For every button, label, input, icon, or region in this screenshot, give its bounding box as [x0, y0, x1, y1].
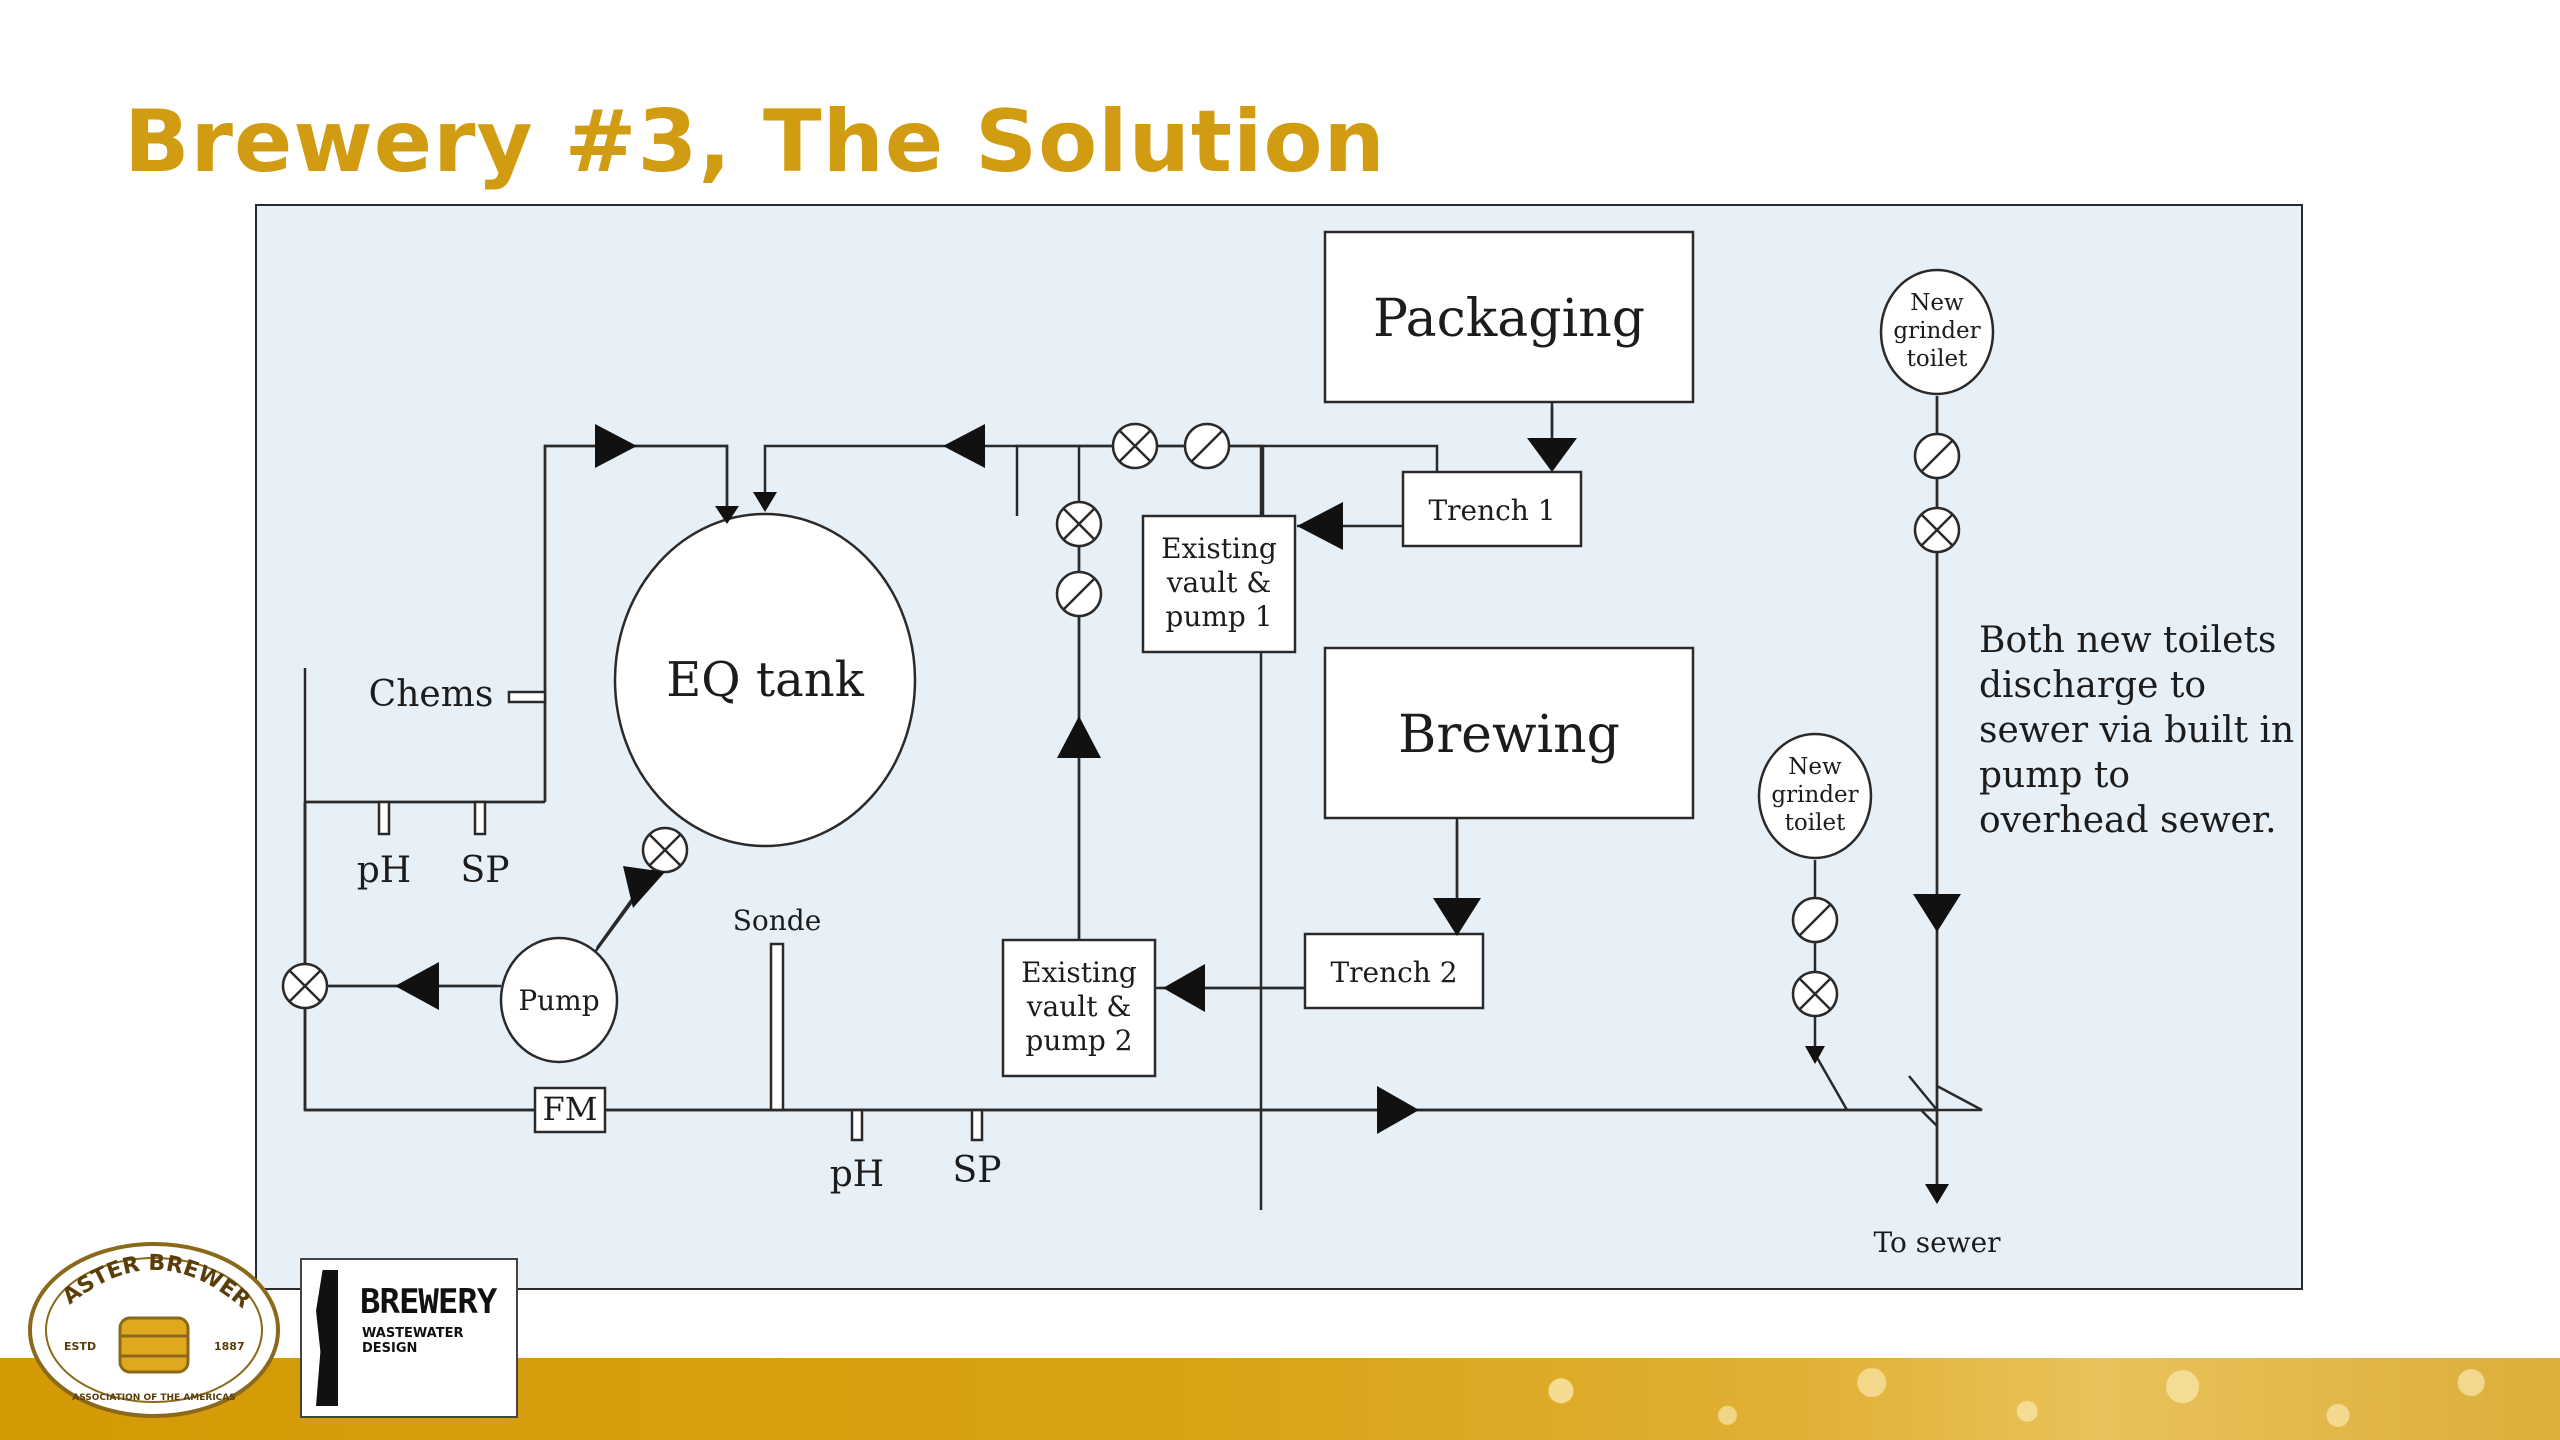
to-sewer-label: To sewer	[1873, 1226, 2001, 1259]
arrow-right-top-left-icon	[595, 424, 637, 468]
arrow-left-trench-1-icon	[1297, 502, 1343, 550]
flow-arrows	[395, 424, 1961, 1204]
eq-tank: EQ tank	[613, 512, 917, 848]
mba-estd: ESTD	[64, 1340, 96, 1353]
mba-year: 1887	[214, 1340, 245, 1353]
arrow-down-tank-2-icon	[753, 492, 777, 512]
trench-1-box: Trench 1	[1401, 470, 1583, 548]
vault-2-line-3: pump 2	[1025, 1024, 1132, 1057]
toilet-2: New grinder toilet	[1757, 732, 1873, 860]
note-line-1: Both new toilets	[1979, 620, 2276, 661]
valve-toilet-1-check-icon	[1913, 432, 1961, 480]
note-line-5: overhead sewer.	[1979, 800, 2277, 841]
arrow-pump-to-tank-icon	[623, 866, 665, 908]
vault-2-box: Existing vault & pump 2	[1001, 938, 1157, 1078]
arrow-left-trench-2-icon	[1163, 964, 1205, 1012]
packaging-label: Packaging	[1373, 289, 1645, 349]
arrow-down-tank-1-icon	[715, 506, 739, 524]
valve-toilet-2-x-icon	[1791, 970, 1839, 1018]
valve-header-x-icon	[1111, 422, 1159, 470]
toilet-note: Both new toilets discharge to sewer via …	[1979, 620, 2294, 841]
valve-toilet-1-x-icon	[1913, 506, 1961, 554]
master-brewers-logo: MASTER BREWERS ESTD 1887 ASSOCIATION OF …	[24, 1240, 280, 1418]
trench-2-box: Trench 2	[1303, 932, 1485, 1010]
pump-label: Pump	[518, 984, 599, 1017]
vault-1-line-1: Existing	[1161, 532, 1277, 565]
vault-2-line-1: Existing	[1021, 956, 1137, 989]
arrow-to-sewer-icon	[1925, 1184, 1949, 1204]
vault-1-line-2: vault &	[1166, 566, 1272, 599]
sp-left-label: SP	[461, 850, 510, 891]
pump: Pump	[499, 936, 619, 1064]
valve-header-check-icon	[1183, 422, 1231, 470]
arrow-down-brewing-icon	[1433, 898, 1481, 936]
chems-label: Chems	[369, 674, 494, 715]
arrow-up-riser-icon	[1057, 716, 1101, 758]
brewery-wastewater-design-logo: BREWERY WASTEWATER DESIGN	[300, 1258, 518, 1418]
valve-tank-outlet-icon	[641, 826, 689, 874]
ph-left-label: pH	[357, 850, 411, 891]
trench-1-label: Trench 1	[1428, 494, 1555, 527]
ph-main-label: pH	[830, 1154, 884, 1195]
valve-riser-x-icon	[1055, 500, 1103, 548]
sonde-label: Sonde	[733, 904, 822, 937]
note-line-3: sewer via built in	[1979, 710, 2294, 751]
arrow-left-pump-icon	[395, 962, 439, 1010]
packaging-box: Packaging	[1323, 230, 1695, 404]
brewing-label: Brewing	[1398, 705, 1620, 765]
toilet-2-line-1: New	[1788, 754, 1842, 780]
flow-meter: FM	[533, 1086, 607, 1134]
valve-toilet-2-check-icon	[1791, 896, 1839, 944]
mba-assoc: ASSOCIATION OF THE AMERICAS	[72, 1393, 236, 1403]
toilet-1: New grinder toilet	[1879, 268, 1995, 396]
process-diagram: Packaging Brewing Trench 1 Trench 2 Exis…	[255, 204, 2303, 1290]
bww-logo-word: BREWERY	[360, 1282, 497, 1322]
fm-label: FM	[543, 1090, 598, 1128]
bottle-icon	[316, 1270, 338, 1406]
valve-left-icon	[281, 962, 329, 1010]
brewing-box: Brewing	[1323, 646, 1695, 820]
bww-logo-sub: WASTEWATER DESIGN	[362, 1326, 464, 1356]
trench-2-label: Trench 2	[1330, 956, 1457, 989]
vault-2-line-2: vault &	[1026, 990, 1132, 1023]
vault-1-box: Existing vault & pump 1	[1141, 514, 1297, 654]
arrow-down-toilet-1-icon	[1913, 894, 1961, 932]
vault-1-line-3: pump 1	[1165, 600, 1272, 633]
note-line-2: discharge to	[1979, 665, 2206, 706]
toilet-2-line-3: toilet	[1785, 810, 1846, 836]
arrow-left-header-icon	[943, 424, 985, 468]
toilet-2-line-2: grinder	[1771, 782, 1858, 808]
toilet-1-line-1: New	[1910, 290, 1964, 316]
eq-tank-label: EQ tank	[666, 652, 864, 708]
valve-riser-check-icon	[1055, 570, 1103, 618]
slide-title: Brewery #3, The Solution	[124, 92, 1386, 192]
footer-bubbles	[1450, 1358, 2560, 1440]
arrow-down-toilet-2-icon	[1805, 1046, 1825, 1064]
note-line-4: pump to	[1979, 755, 2130, 796]
arrow-down-packaging-icon	[1527, 438, 1577, 472]
toilet-1-line-3: toilet	[1907, 346, 1968, 372]
sp-main-label: SP	[953, 1150, 1002, 1191]
arrow-right-main-icon	[1377, 1086, 1419, 1134]
toilet-1-line-2: grinder	[1893, 318, 1980, 344]
